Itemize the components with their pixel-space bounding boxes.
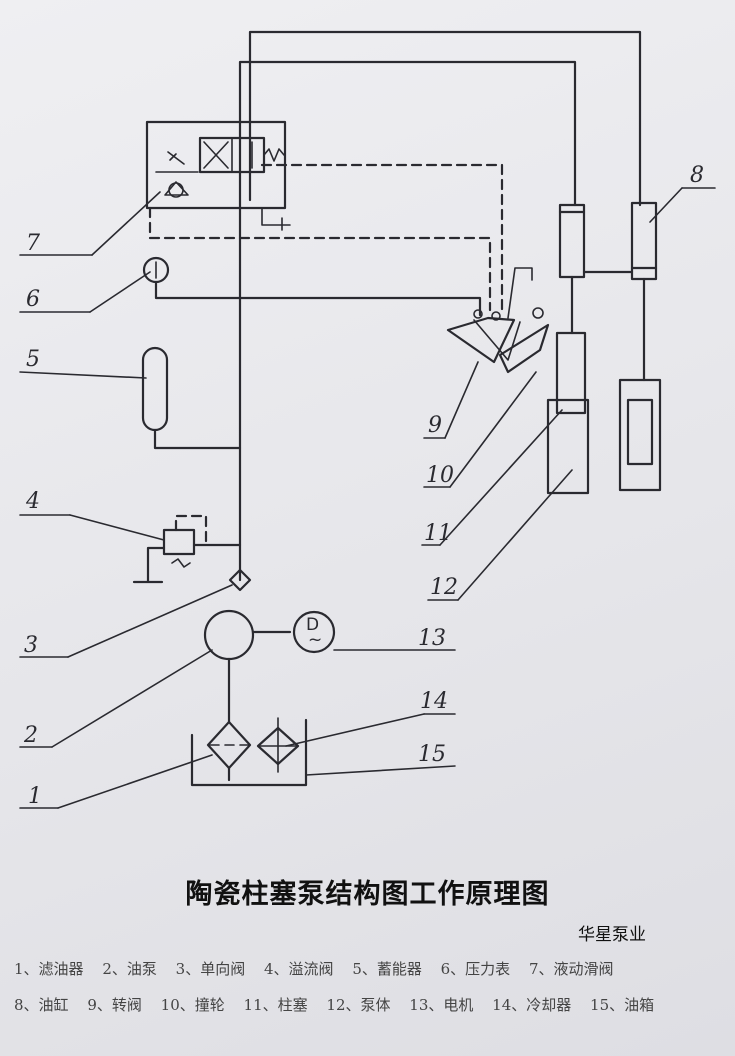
pump-chamber-right-inner	[626, 398, 654, 466]
check-valve-3	[228, 568, 252, 592]
callout-2: 2	[23, 723, 38, 748]
leader-7b	[91, 191, 161, 256]
pump-chamber-right	[618, 378, 662, 492]
callout-15: 15	[418, 742, 446, 767]
leader-15	[305, 765, 456, 776]
callout-13: 13	[418, 626, 446, 651]
motor-symbol-sub: ~	[308, 630, 322, 650]
callout-7: 7	[26, 231, 40, 256]
diagram-title: 陶瓷柱塞泵结构图工作原理图	[185, 879, 550, 910]
callout-3: 3	[24, 633, 38, 658]
callout-10: 10	[426, 463, 454, 488]
leader-4b	[69, 514, 165, 541]
leader-9b	[444, 361, 479, 439]
leader-14b	[285, 713, 425, 747]
relief-valve-pilot	[174, 514, 208, 547]
legend-item: 12、泵体	[326, 996, 391, 1014]
rotary-valve-9-b	[473, 319, 521, 361]
legend-item: 6、压力表	[440, 960, 511, 978]
leader-5	[19, 371, 147, 379]
legend-item: 1、滤油器	[14, 960, 84, 978]
valve-port-b	[491, 311, 501, 321]
callout-8: 8	[690, 163, 704, 188]
legend-item: 8、油缸	[14, 996, 69, 1014]
valve-7-drain	[261, 207, 291, 231]
pipe-top-inner	[238, 60, 577, 582]
callout-6: 6	[26, 287, 40, 312]
legend-row-2: 8、油缸 9、转阀 10、撞轮 11、柱塞 12、泵体 13、电机 14、冷却器…	[14, 994, 724, 1015]
callout-14: 14	[420, 689, 448, 714]
legend-item: 7、液动滑阀	[528, 960, 614, 978]
valve-7-spring	[263, 148, 285, 162]
relief-spring	[171, 558, 191, 568]
legend-item: 9、转阀	[87, 996, 142, 1014]
valve-port-a	[473, 309, 483, 319]
callout-11: 11	[424, 521, 452, 546]
pipe-accumulator	[153, 428, 242, 450]
legend-item: 4、溢流阀	[263, 960, 334, 978]
leader-3b	[67, 584, 233, 658]
roller-pivot	[532, 307, 544, 319]
legend-item: 13、电机	[409, 996, 474, 1014]
legend-item: 5、蓄能器	[352, 960, 422, 978]
legend-item: 3、单向阀	[175, 960, 246, 978]
leader-1b	[57, 754, 213, 809]
roller-10	[498, 323, 550, 374]
callout-5: 5	[26, 347, 40, 372]
leader-11b	[439, 409, 563, 546]
leader-8b	[649, 187, 683, 223]
valve-7-ball	[168, 182, 184, 198]
leader-2b	[51, 649, 213, 748]
relief-drain	[132, 546, 166, 584]
callout-12: 12	[430, 575, 458, 600]
legend-item: 2、油泵	[102, 960, 157, 978]
legend-row-1: 1、滤油器 2、油泵 3、单向阀 4、溢流阀 5、蓄能器 6、压力表 7、液动滑…	[14, 958, 724, 979]
pilot-line-lower	[148, 206, 492, 312]
brand-label: 华星泵业	[578, 925, 646, 945]
valve-7-check	[155, 171, 199, 196]
callout-4: 4	[25, 489, 40, 514]
pump-2	[203, 609, 255, 661]
callout-9: 9	[428, 413, 442, 438]
valve-7-adjust	[167, 151, 185, 165]
pilot-line-upper	[260, 163, 504, 312]
relief-valve-4	[162, 528, 196, 556]
pump-body-12	[546, 398, 590, 495]
pipe-top-outer	[248, 30, 642, 207]
callout-1: 1	[28, 784, 42, 809]
plunger-11	[555, 331, 587, 415]
motor-13	[292, 610, 336, 654]
tank-15	[190, 718, 308, 787]
legend-item: 11、柱塞	[243, 996, 308, 1014]
valve-7-arrow-b	[203, 141, 229, 169]
legend-item: 15、油箱	[590, 996, 655, 1014]
legend-item: 14、冷却器	[492, 996, 572, 1014]
accumulator-5	[141, 346, 169, 432]
leader-6b	[89, 271, 151, 313]
legend-item: 10、撞轮	[160, 996, 225, 1014]
leader-12b	[457, 469, 573, 601]
cylinder-upper	[558, 203, 586, 279]
motor-symbol: D	[306, 615, 319, 635]
leader-10b	[449, 371, 537, 488]
pipe-gauge	[154, 280, 482, 317]
valve-9-drain	[507, 267, 533, 319]
